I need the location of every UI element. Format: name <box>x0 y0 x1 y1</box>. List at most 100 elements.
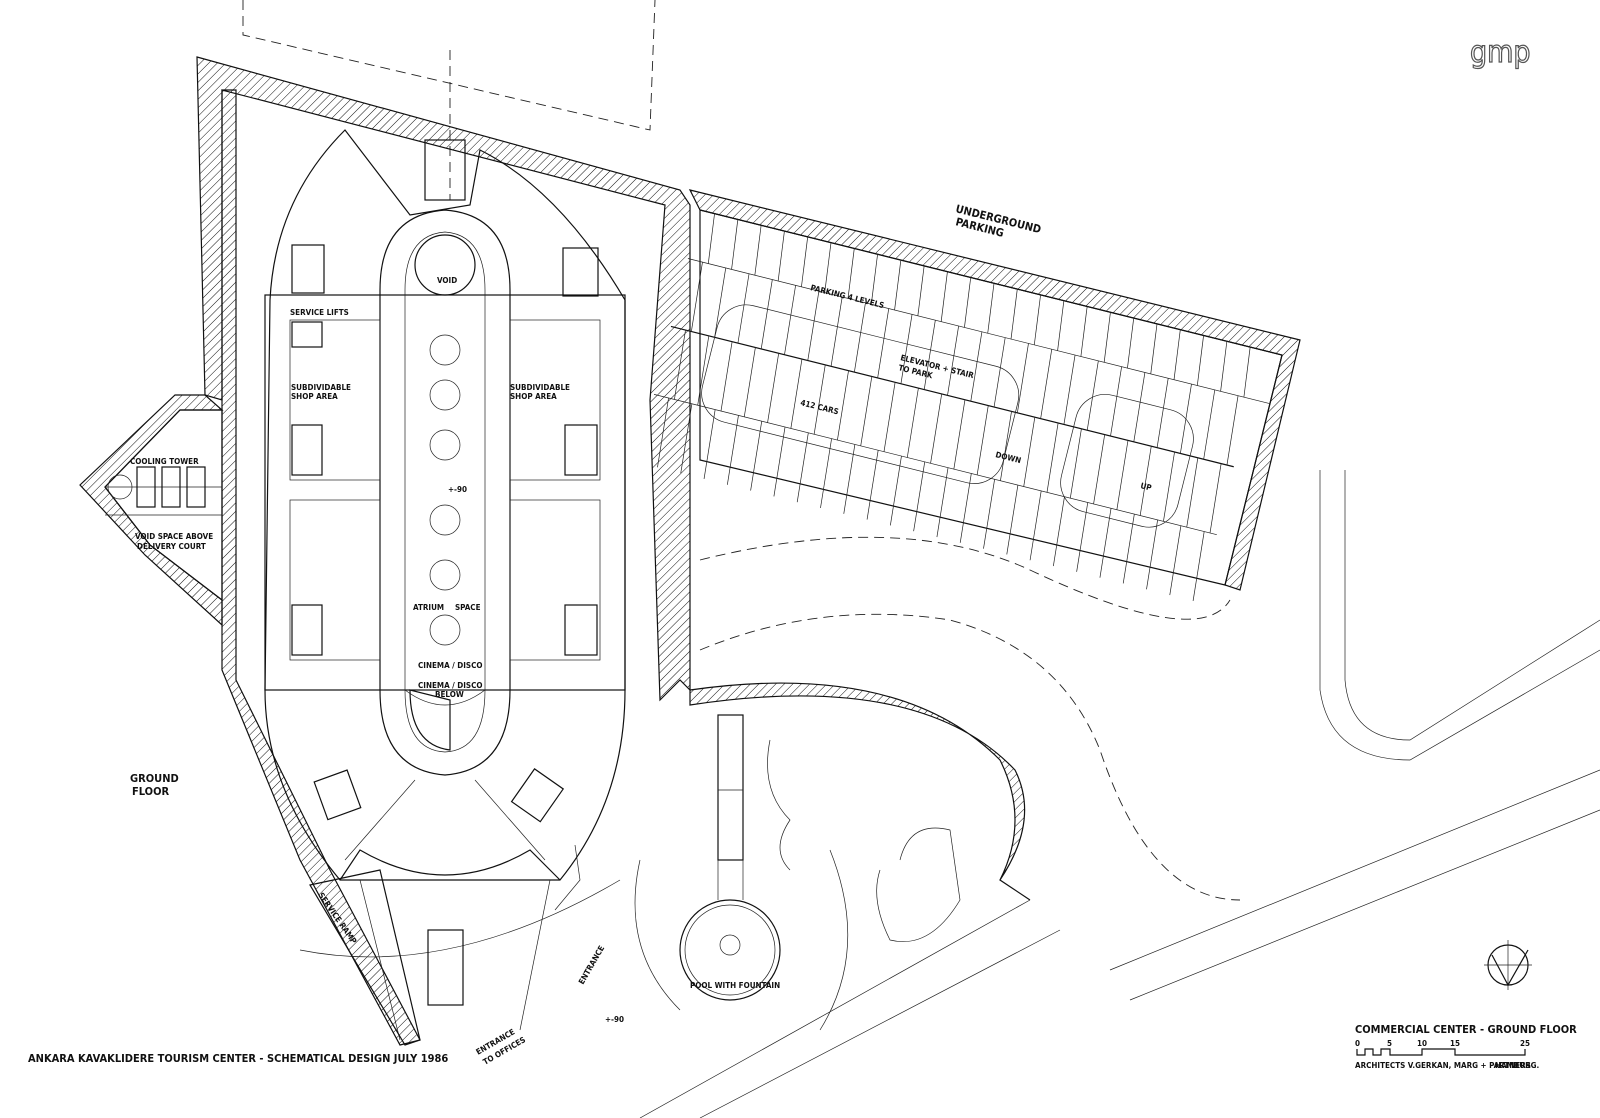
atrium-level-mark: +-90 <box>448 485 467 494</box>
cooling-tower-label: COOLING TOWER <box>130 457 199 466</box>
parking-stall-line <box>813 364 826 435</box>
parking-stall-line <box>870 254 878 305</box>
parking-stall-line <box>1017 343 1029 413</box>
parking-stall-line <box>674 330 686 400</box>
parking-stall-line <box>796 432 809 503</box>
parking-stall-line <box>894 260 902 311</box>
parking-stall-line <box>773 426 786 497</box>
parking-stall-line <box>1209 463 1222 534</box>
parking-stall-line <box>1010 289 1018 340</box>
architects-credit: ARCHITECTS V.GERKAN, MARG + PARTNERS <box>1355 1061 1531 1070</box>
parking-stall-line <box>940 271 948 322</box>
parking-stall-line <box>890 455 902 526</box>
parking-stall-line <box>1093 434 1106 505</box>
parking-stall-line <box>1046 422 1059 493</box>
parking-stall-line <box>1053 496 1065 567</box>
scale-tick-0: 0 <box>1355 1039 1360 1048</box>
scale-tick-5: 5 <box>1387 1039 1392 1048</box>
scale-tick-25: 25 <box>1520 1039 1530 1048</box>
scale-tick-10: 10 <box>1417 1039 1427 1048</box>
parking-stall-line <box>906 388 919 458</box>
parking-stall-line <box>1000 411 1012 481</box>
parking-stall-line <box>1063 354 1076 425</box>
delivery-court-label: DELIVERY COURT <box>137 542 206 551</box>
parking-stall-line <box>790 359 803 429</box>
parking-stall-line <box>720 341 733 412</box>
ground-floor-label: GROUND <box>130 772 179 785</box>
parking-stall-line <box>1220 341 1228 392</box>
parking-stall-line <box>1150 323 1158 374</box>
parking-stall-line <box>866 450 879 520</box>
project-title: ANKARA KAVAKLIDERE TOURISM CENTER - SCHE… <box>28 1052 448 1065</box>
parking-stall-line <box>754 225 762 276</box>
parking-stall-line <box>936 467 949 538</box>
void-label: VOID <box>437 276 457 285</box>
parking-stall-line <box>784 285 796 355</box>
parking-stall-line <box>1226 395 1239 466</box>
parking-stall-line <box>970 331 983 402</box>
pool-label: POOL WITH FOUNTAIN <box>690 981 780 990</box>
parking-stall-line <box>923 320 936 390</box>
parking-stall-line <box>947 325 959 396</box>
parking-stall-line <box>714 267 727 338</box>
parking-stall-line <box>830 296 843 367</box>
cinema-label: CINEMA / DISCO <box>418 661 483 670</box>
parking-stall-line <box>1156 378 1169 448</box>
parking-stall-line <box>657 397 669 468</box>
parking-stall-line <box>760 279 773 349</box>
parking-stall-line <box>1192 531 1205 601</box>
parking-stall-line <box>917 265 925 316</box>
parking-stall-line <box>731 219 739 270</box>
parking-stall-line <box>750 421 763 491</box>
parking-stall-line <box>930 393 943 464</box>
parking-stall-line <box>843 444 856 514</box>
parking-stall-line <box>913 461 926 532</box>
parking-stall-line <box>707 213 715 264</box>
shop-area-right-label-2: SHOP AREA <box>510 392 557 401</box>
city-credit: HAMBURG. <box>1495 1061 1539 1070</box>
parking-stall-line <box>860 376 873 446</box>
space-label: SPACE <box>455 603 481 612</box>
cinema-below-label-2: BELOW <box>435 690 464 699</box>
parking-stall-line <box>837 370 849 441</box>
entrance-level-mark: +-90 <box>605 1015 624 1024</box>
parking-stall-line <box>777 231 785 282</box>
parking-stall-line <box>1099 508 1112 578</box>
parking-stalls <box>657 213 1251 601</box>
parking-stall-line <box>801 236 809 287</box>
entrance-label: ENTRANCE <box>577 944 606 986</box>
parking-stall-line <box>976 405 989 475</box>
retaining-wall <box>79 56 691 1046</box>
parking-stall-line <box>1122 514 1135 584</box>
scale-tick-15: 15 <box>1450 1039 1460 1048</box>
shop-area-left-label: SUBDIVIDABLE <box>291 383 351 392</box>
parking-stall-line <box>680 403 693 474</box>
parking-stall-line <box>1163 451 1175 522</box>
up-label: UP <box>1140 481 1153 492</box>
parking-stall-line <box>1057 300 1065 351</box>
parking-stall-line <box>1146 519 1158 590</box>
parking-stall-line <box>1180 384 1192 454</box>
parking-stall-line <box>1023 417 1036 487</box>
parking-stall-line <box>1103 312 1111 363</box>
parking-stall-line <box>767 353 780 423</box>
parking-stall-line <box>983 479 995 549</box>
delivery-court: COOLING TOWER VOID SPACE ABOVE DELIVERY … <box>104 409 223 602</box>
parking-stall-line <box>964 277 972 328</box>
landscape: POOL WITH FOUNTAIN <box>634 470 1600 1118</box>
parking-stall-line <box>1080 306 1088 357</box>
parking-stall-line <box>959 473 972 543</box>
parking-stall-line <box>807 291 820 361</box>
shop-area-left-label-2: SHOP AREA <box>291 392 338 401</box>
parking-stall-line <box>1110 366 1122 437</box>
parking-stall-line <box>1186 457 1199 528</box>
parking-stall-line <box>703 409 716 480</box>
parking-stall-line <box>854 302 866 373</box>
parking-stall-line <box>697 335 710 406</box>
parking-stall-line <box>1116 440 1129 510</box>
gmp-logo: gmp <box>1470 35 1531 70</box>
parking-stall-line <box>1139 446 1152 516</box>
parking-stall-line <box>847 248 855 299</box>
parking-stall-line <box>1006 485 1019 555</box>
